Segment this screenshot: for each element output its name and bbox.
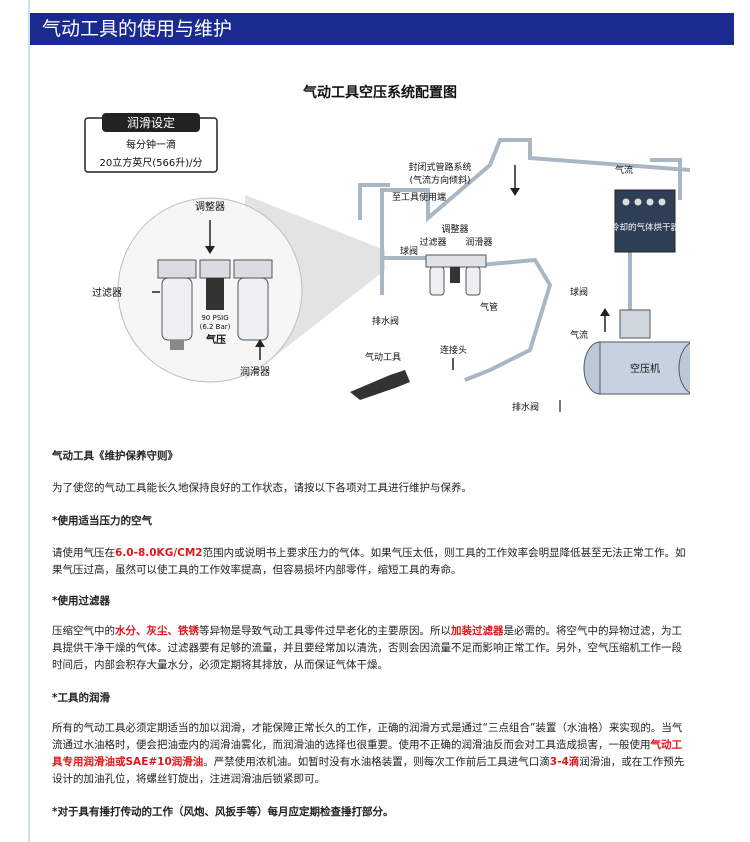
lube-heading: 润滑设定 (127, 115, 175, 130)
filter-impurities-highlight: 水分、灰尘、铁锈 (115, 625, 199, 637)
pressure-text-a: 请使用气压在 (52, 547, 115, 559)
lube-line1: 每分钟一滴 (126, 138, 176, 151)
lube-setting-box: 润滑设定 每分钟一滴 20立方英尺(566升)/分 (84, 113, 218, 173)
label-pressure-zoom: 气压 (205, 333, 226, 346)
pressure-range-highlight: 6.0-8.0KG/CM2 (115, 547, 203, 559)
section-filter-title: *使用过滤器 (52, 595, 110, 607)
label-ball-valve-right: 球阀 (570, 286, 588, 298)
lube-line2: 20立方英尺(566升)/分 (100, 156, 203, 169)
lube-drops-highlight: 3-4滴 (549, 756, 580, 768)
pneumatic-tool (350, 370, 410, 400)
label-lubricator: 润滑器 (465, 236, 492, 248)
filter-install-highlight: 加装过滤器 (451, 625, 504, 637)
label-to-tool-end: 至工具使用端 (392, 191, 446, 203)
label-connector: 连接头 (440, 344, 467, 356)
label-closed-pipe-sub: (气流方向倾斜) (409, 174, 470, 186)
page-title: 气动工具的使用与维护 (42, 18, 233, 40)
label-pneumatic-tool: 气动工具 (365, 351, 401, 363)
filter-text-a: 压缩空气中的 (52, 625, 115, 637)
page-header: 气动工具的使用与维护 (30, 13, 734, 45)
left-border-rule (28, 0, 30, 842)
air-system-diagram: 气动工具空压系统配置图 润滑设定 每分钟一滴 20立方英尺(566升)/分 90… (84, 84, 690, 413)
filter-text-c: 是必需的。将空气中的异物过滤，为工具提供干净干燥的气体。过滤器要有足够的流量，并… (52, 625, 682, 671)
air-compressor (559, 309, 690, 412)
diagram-title: 气动工具空压系统配置图 (302, 84, 457, 101)
label-regulator: 调整器 (441, 223, 468, 235)
label-regulator-zoom: 调整器 (195, 200, 225, 213)
section-pressure-title: *使用适当压力的空气 (52, 515, 152, 527)
label-lubricator-zoom: 润滑器 (240, 365, 270, 378)
gauge-bar: (6.2 Bar) (200, 323, 231, 331)
section-pressure-body: 请使用气压在6.0-8.0KG/CM2范围内或说明书上要求压力的气体。如果气压太… (52, 545, 692, 579)
label-compressor: 空压机 (630, 362, 660, 375)
zoom-circle: 90 PSIG (6.2 Bar) (117, 197, 303, 383)
lube-oil-highlight: 气动工具专用润滑油或SAE#10润滑油 (52, 739, 682, 768)
lube-text-a: 所有的气动工具必须定期适当的加以润滑，才能保障正常长久的工作，正确的润滑方式是通… (52, 722, 683, 751)
filter-text-b: 等异物是导致气动工具零件过早老化的主要原因。所以 (199, 625, 451, 637)
label-filter-zoom: 过滤器 (92, 286, 122, 299)
section-lubrication-title: *工具的润滑 (52, 692, 110, 704)
gauge-psi: 90 PSIG (201, 314, 228, 322)
guide-intro: 为了使您的气动工具能长久地保持良好的工作状态，请按以下各项对工具进行维护与保养。 (52, 482, 472, 494)
label-drain-left: 排水阀 (372, 315, 399, 327)
lube-text-b: 。严禁使用浓机油。如暂时没有水油格装置，则每次工作前后工具进气口滴 (203, 756, 550, 768)
label-airflow-right: 气流 (570, 329, 588, 341)
label-filter: 过滤器 (419, 236, 446, 248)
label-dryer: 冷却的气体烘干器 (611, 222, 680, 233)
section-impact-note: *对于具有捶打传动的工作（风炮、风扳手等）每月应定期检查捶打部分。 (52, 806, 394, 818)
label-air-hose: 气管 (480, 301, 498, 313)
frl-unit (425, 254, 487, 296)
label-closed-pipe: 封闭式管路系统 (408, 161, 471, 173)
label-ball-valve-left: 球阀 (400, 245, 418, 257)
label-drain-bottom: 排水阀 (512, 401, 539, 413)
section-lubrication-body: 所有的气动工具必须定期适当的加以润滑，才能保障正常长久的工作，正确的润滑方式是通… (52, 720, 692, 788)
lube-text-c: 润滑油，或在工作预先设计的加油孔位，将螺丝钉旋出，注进润滑油后锁紧即可。 (52, 756, 685, 785)
pressure-text-b: 范围内或说明书上要求压力的气体。如果气压太低，则工具的工作效率会明显降低甚至无法… (52, 547, 686, 576)
air-dryer: 冷却的气体烘干器 (611, 189, 680, 253)
section-filter-body: 压缩空气中的水分、灰尘、铁锈等异物是导致气动工具零件过早老化的主要原因。所以加装… (52, 623, 692, 674)
label-airflow-top: 气流 (615, 164, 633, 176)
guide-title: 气动工具《维护保养守则》 (52, 450, 178, 462)
